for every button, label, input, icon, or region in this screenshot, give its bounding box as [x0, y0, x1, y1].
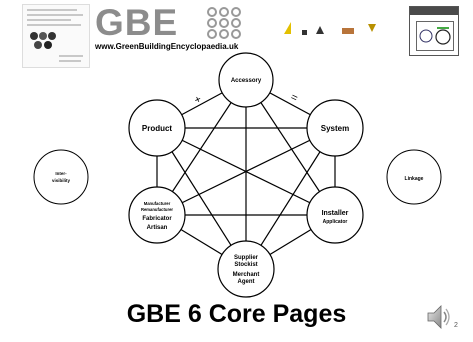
page-title: GBE 6 Core Pages [126, 300, 347, 328]
node-accessory[interactable]: Accessory [218, 52, 274, 108]
svg-text:Agent: Agent [238, 279, 255, 285]
svg-text:Artisan: Artisan [147, 225, 168, 231]
dots-logo-icon [207, 7, 241, 39]
svg-text:Applicator: Applicator [323, 219, 348, 225]
edge-system-manufacturer [156, 127, 336, 216]
svg-text:Manufacturer: Manufacturer [144, 201, 171, 206]
svg-text:Stockist: Stockist [234, 262, 257, 268]
svg-text:Merchant: Merchant [233, 272, 260, 278]
document-thumbnail [22, 4, 90, 68]
node-supplier[interactable]: Supplier Stockist Merchant Agent [217, 240, 275, 298]
svg-text:Linkage: Linkage [405, 176, 424, 182]
equals-symbol: = [289, 91, 300, 105]
node-intervisibility[interactable]: Inter- visibility [33, 149, 89, 205]
svg-text:Supplier: Supplier [234, 255, 259, 261]
page-number: 2 [454, 322, 458, 329]
svg-text:Inter-: Inter- [55, 171, 67, 176]
node-installer[interactable]: Installer Applicator [306, 186, 364, 244]
plus-symbol: + [193, 93, 204, 107]
node-manufacturer[interactable]: Manufacturer Remanufacturer Fabricator A… [128, 186, 186, 244]
node-linkage[interactable]: Linkage [386, 149, 442, 205]
svg-text:Fabricator: Fabricator [142, 216, 172, 222]
membership-badge-icon [409, 6, 459, 56]
website-url[interactable]: www.GreenBuildingEncyclopaedia.uk [95, 42, 239, 51]
svg-text:Remanufacturer: Remanufacturer [141, 207, 173, 212]
svg-text:System: System [321, 124, 349, 133]
node-product[interactable]: Product [128, 99, 186, 157]
svg-text:Installer: Installer [322, 210, 349, 217]
svg-text:visibility: visibility [52, 178, 71, 183]
gbe-logo: GBE [95, 2, 179, 43]
speaker-icon[interactable] [425, 303, 453, 331]
svg-text:Product: Product [142, 124, 173, 133]
decorative-shapes-icon [284, 22, 376, 35]
svg-text:Accessory: Accessory [231, 78, 262, 84]
node-system[interactable]: System [306, 99, 364, 157]
